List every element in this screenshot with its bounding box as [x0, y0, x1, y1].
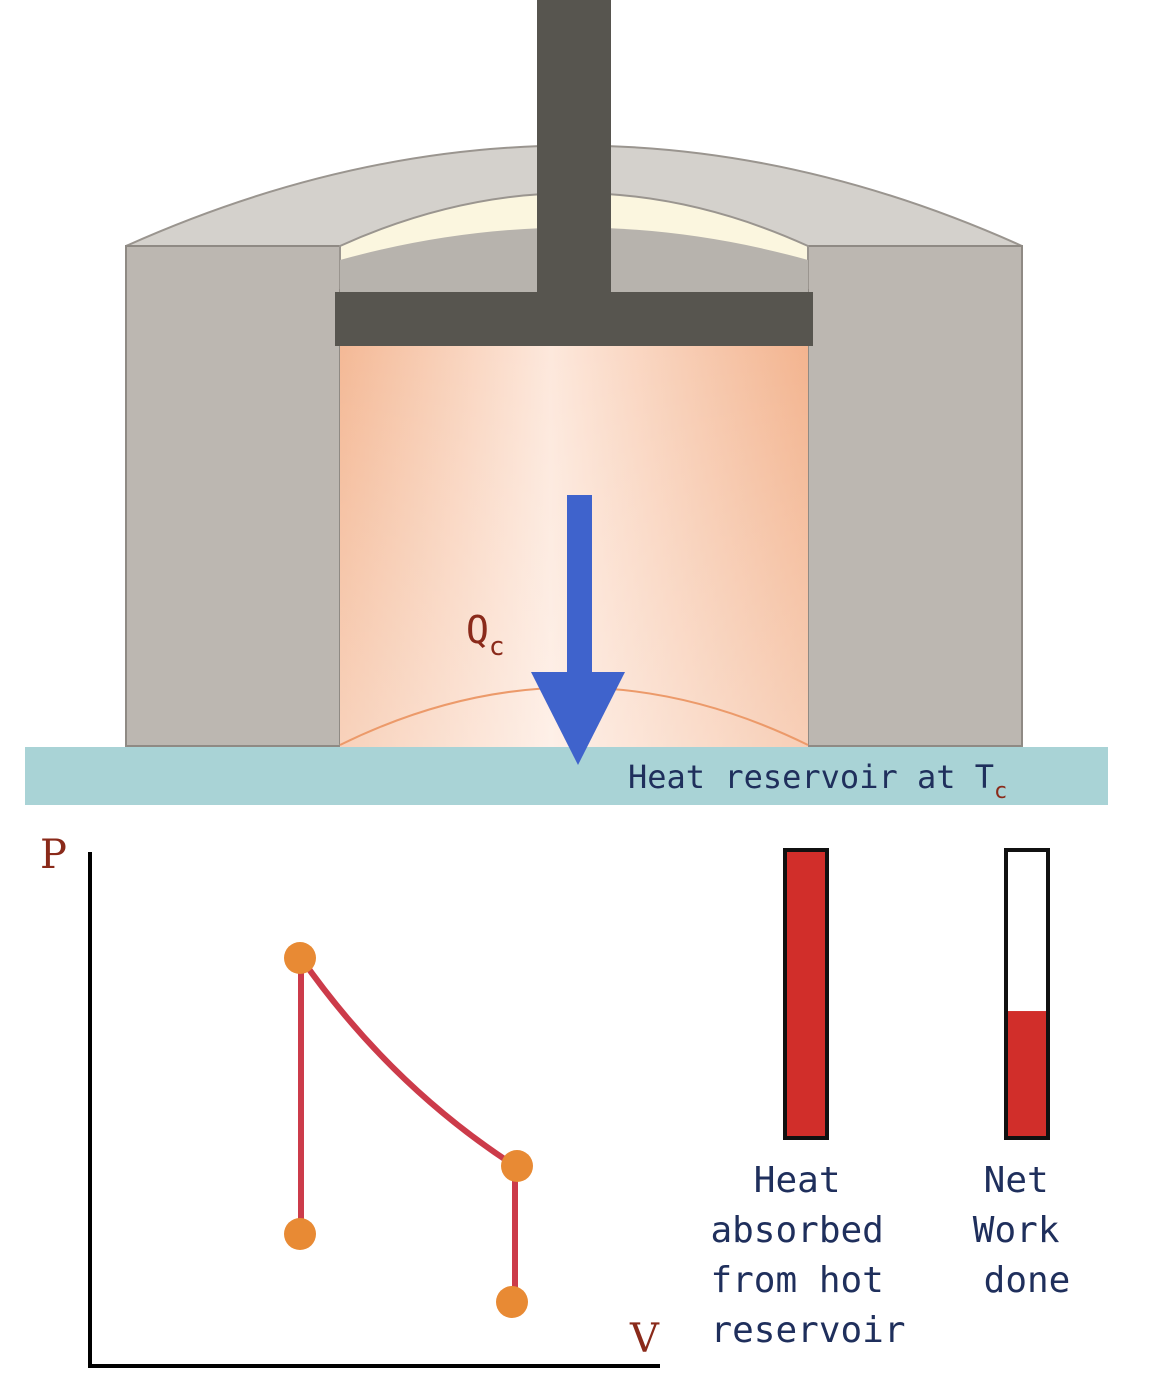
heat-absorbed-label: Heat absorbed from hot reservoir [710, 1160, 905, 1351]
piston-head [335, 292, 813, 346]
reservoir-label: Heat reservoir at Tc [628, 758, 1007, 804]
state-point [284, 942, 316, 974]
heat-flow-arrow [531, 495, 625, 765]
heat-absorbed-label-line: Heat [754, 1160, 841, 1201]
cylinder-right-wall [807, 245, 1023, 747]
net-work-label-line: done [984, 1260, 1071, 1301]
piston-rod [537, 0, 611, 298]
heat-absorbed-label-line: absorbed [710, 1210, 883, 1251]
heat-arrow-label-sub: c [489, 632, 505, 662]
piston [335, 0, 813, 346]
net-work-label-line: Work [973, 1210, 1060, 1251]
x-axis-label: V [629, 1316, 660, 1362]
heat-absorbed-label-line: reservoir [710, 1310, 905, 1351]
state-point [284, 1218, 316, 1250]
pv-chart: P V [40, 832, 660, 1368]
heat-absorbed-bar-fill [787, 852, 825, 1136]
reservoir-label-sub: c [994, 779, 1007, 804]
net-work-label-line: Net [984, 1160, 1049, 1201]
y-axis-label: P [40, 832, 67, 878]
cylinder [125, 144, 1023, 747]
heat-absorbed-bar [783, 848, 829, 1140]
cylinder-left-wall [125, 245, 341, 747]
heat-arrow-label: Qc [466, 608, 505, 662]
state-point [496, 1286, 528, 1318]
net-work-label: Net Work done [973, 1160, 1081, 1301]
net-work-bar [1004, 848, 1050, 1140]
heat-reservoir [25, 747, 1108, 805]
state-point [501, 1150, 533, 1182]
heat-absorbed-label-line: from hot [710, 1260, 883, 1301]
process-curve [298, 956, 517, 1169]
net-work-bar-fill [1008, 1011, 1046, 1136]
